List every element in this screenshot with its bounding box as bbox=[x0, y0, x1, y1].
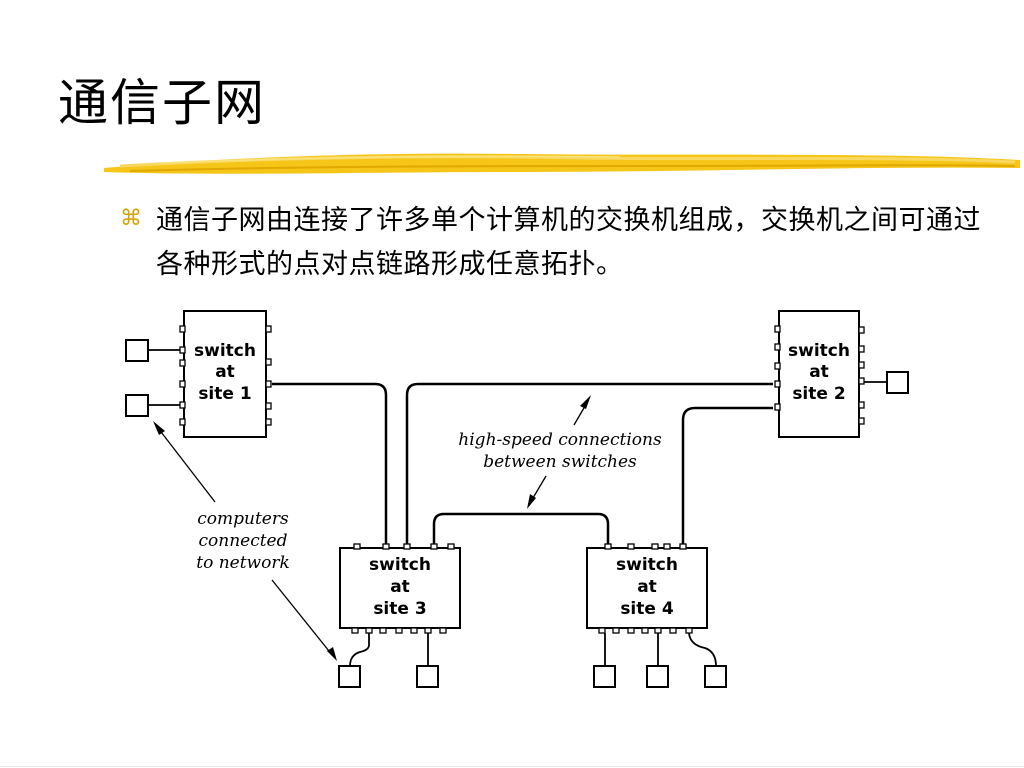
svg-text:site 1: site 1 bbox=[198, 384, 251, 404]
computer-8 bbox=[704, 665, 727, 688]
command-key-icon: ⌘ bbox=[120, 206, 142, 231]
svg-text:at: at bbox=[637, 577, 657, 597]
svg-text:at: at bbox=[390, 577, 410, 597]
s1-line2: at bbox=[215, 362, 235, 382]
switch-box-site2 bbox=[778, 310, 860, 438]
s3-line2: at bbox=[390, 577, 410, 597]
computers-line1: computers bbox=[197, 509, 289, 529]
switch-box-site3 bbox=[339, 547, 461, 629]
svg-text:computers: computers bbox=[197, 509, 289, 529]
svg-text:at: at bbox=[215, 362, 235, 382]
svg-text:at: at bbox=[809, 362, 829, 382]
computer-5 bbox=[416, 665, 439, 688]
computer-7 bbox=[646, 665, 669, 688]
switch-box-site1 bbox=[183, 310, 267, 438]
s4-line3: site 4 bbox=[620, 599, 674, 619]
s2-line1: switch bbox=[788, 341, 850, 361]
svg-text:site 3: site 3 bbox=[373, 599, 426, 619]
arrow-heads bbox=[153, 395, 591, 661]
link-s2-s3 bbox=[405, 382, 773, 544]
s2-line2: at bbox=[809, 362, 829, 382]
svg-text:site 2: site 2 bbox=[792, 384, 845, 404]
svg-text:switch: switch bbox=[616, 555, 678, 575]
svg-text:switch: switch bbox=[788, 341, 850, 361]
computer-4 bbox=[338, 665, 361, 688]
s2-line3: site 2 bbox=[792, 384, 845, 404]
slide-title: 通信子网 bbox=[58, 74, 266, 132]
s4-line1: switch bbox=[616, 555, 678, 575]
computers-line3: to network bbox=[196, 553, 290, 573]
switch-ports bbox=[179, 325, 865, 634]
computer-1 bbox=[125, 339, 149, 362]
svg-text:switch: switch bbox=[369, 555, 431, 575]
computer-2 bbox=[125, 394, 149, 417]
s4-line2: at bbox=[637, 577, 657, 597]
footer-divider bbox=[0, 766, 1024, 767]
bullet-text: 通信子网由连接了许多单个计算机的交换机组成，交换机之间可通过各种形式的点对点链路… bbox=[156, 205, 981, 280]
link-s3-s4 bbox=[432, 512, 610, 544]
svg-text:switch: switch bbox=[194, 341, 256, 361]
svg-text:high-speed connections: high-speed connections bbox=[458, 430, 662, 450]
s1-line3: site 1 bbox=[198, 384, 251, 404]
link-s1-s3 bbox=[272, 382, 388, 544]
high-speed-line2: between switches bbox=[483, 452, 637, 472]
computer-3 bbox=[886, 371, 909, 394]
high-speed-line1: high-speed connections bbox=[458, 430, 662, 450]
svg-text:between switches: between switches bbox=[483, 452, 637, 472]
svg-text:connected: connected bbox=[198, 531, 287, 551]
s3-line3: site 3 bbox=[373, 599, 426, 619]
s3-line1: switch bbox=[369, 555, 431, 575]
svg-text:to network: to network bbox=[196, 553, 290, 573]
computer-6 bbox=[593, 665, 616, 688]
svg-text:site 4: site 4 bbox=[620, 599, 674, 619]
computers-line2: connected bbox=[198, 531, 287, 551]
s1-line1: switch bbox=[194, 341, 256, 361]
title-underline-brush bbox=[104, 153, 1020, 174]
link-s2-s4 bbox=[681, 406, 773, 544]
